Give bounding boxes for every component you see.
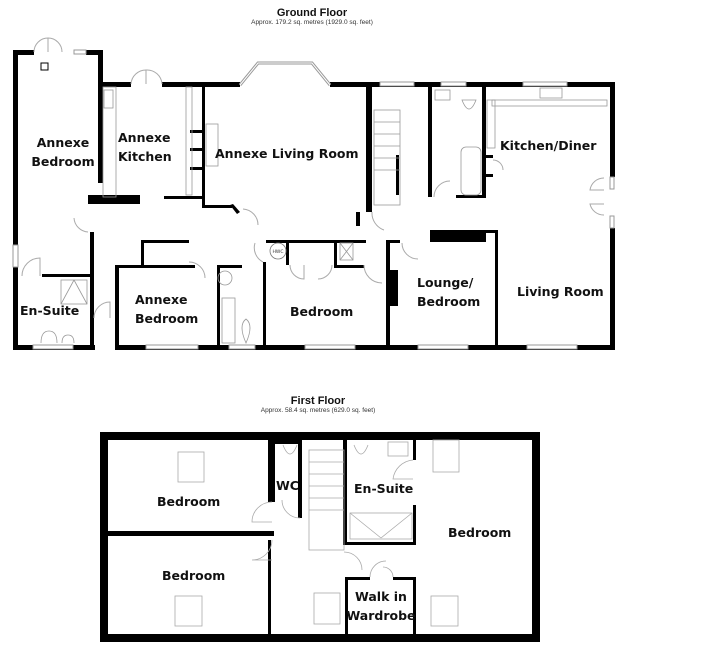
room-label-lounge-bedroom: Lounge/ Bedroom	[417, 275, 481, 309]
room-label-bedroom: Bedroom	[290, 304, 354, 319]
room-label-ff-wc: WC	[276, 478, 299, 493]
first-floor-area: Approx. 58.4 sq. metres (629.0 sq. feet)	[260, 407, 376, 414]
room-label-ff-bedroom-1: Bedroom	[157, 494, 221, 509]
room-label-ff-bedroom-3: Bedroom	[162, 568, 226, 583]
ground-floor-area: Approx. 179.2 sq. metres (1929.0 sq. fee…	[251, 19, 373, 26]
first-floor-header: First Floor Approx. 58.4 sq. metres (629…	[198, 395, 438, 414]
ground-floor-header: Ground Floor Approx. 179.2 sq. metres (1…	[192, 7, 432, 26]
room-label-ff-bedroom-2: Bedroom	[448, 525, 512, 540]
room-label-annexe-bedroom: Annexe Bedroom	[31, 135, 95, 169]
room-label-walk-in-wardrobe: Walk in Wardrobe	[346, 589, 416, 623]
room-label-en-suite: En-Suite	[20, 303, 80, 318]
room-label-living-room: Living Room	[517, 284, 604, 299]
ground-floor-title: Ground Floor	[276, 7, 348, 19]
room-label-ff-en-suite: En-Suite	[354, 481, 414, 496]
svg-text:HWC: HWC	[273, 249, 284, 255]
room-label-annexe-living-room: Annexe Living Room	[215, 146, 359, 161]
room-label-annexe-kitchen: Annexe Kitchen	[118, 130, 172, 164]
room-label-annexe-bedroom-2: Annexe Bedroom	[135, 292, 199, 326]
first-floor-title: First Floor	[290, 395, 346, 407]
room-label-kitchen-diner: Kitchen/Diner	[500, 138, 597, 153]
